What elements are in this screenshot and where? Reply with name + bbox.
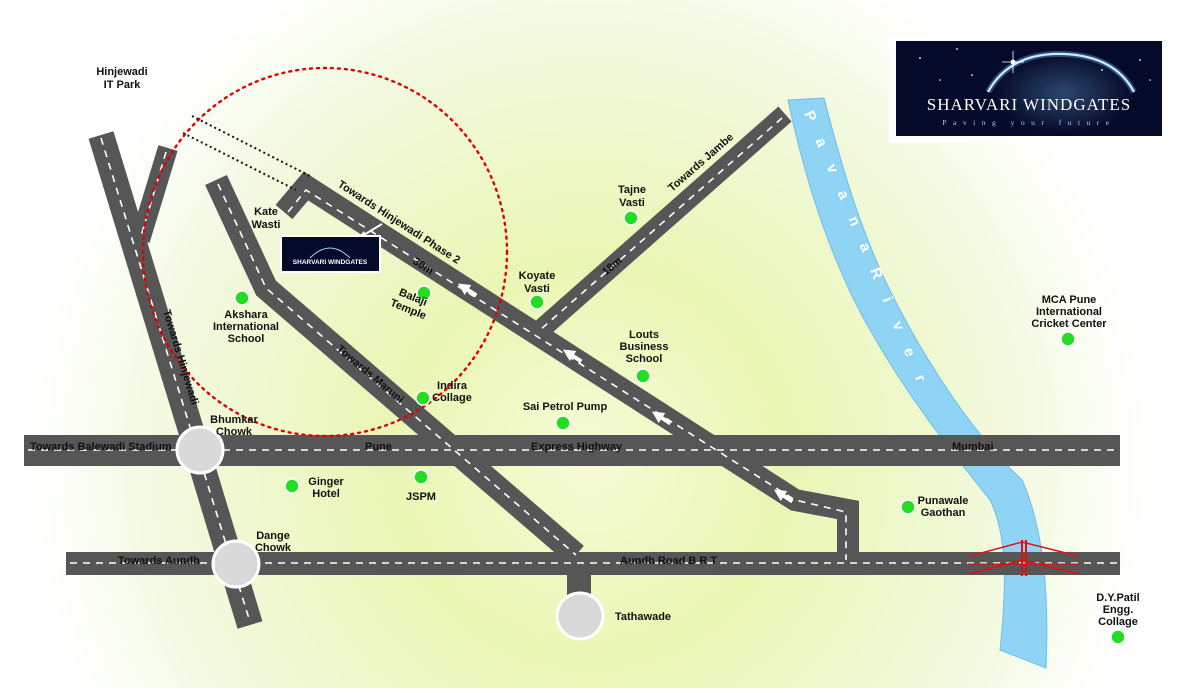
- direction-arrows: [457, 283, 794, 504]
- dot-mca: [1060, 331, 1076, 347]
- label-aundh-brt: Aundh Road B R T: [620, 555, 717, 567]
- pavana-river: [787, 97, 1048, 669]
- landmark-dots: [234, 210, 1126, 645]
- label-pune: Pune: [365, 441, 392, 453]
- dot-ginger: [284, 478, 300, 494]
- label-aundh: Towards Aundh: [118, 555, 200, 567]
- site-logo-text: SHARVARI WINDGATES: [293, 259, 368, 266]
- junction-tathawade: [555, 591, 605, 641]
- brand-tagline: Paving your future: [942, 118, 1115, 127]
- dot-balaji-temple: [416, 285, 432, 301]
- arrow-icon: [651, 411, 672, 426]
- label-jspm: JSPM: [406, 491, 436, 503]
- dot-koyate-vasti: [529, 294, 545, 310]
- dot-punawale: [900, 499, 916, 515]
- pointer-line: [191, 115, 311, 177]
- label-tathawade: Tathawade: [615, 611, 671, 623]
- label-mumbai: Mumbai: [952, 441, 994, 453]
- pointer-line: [182, 132, 297, 191]
- dot-sai-petrol: [555, 415, 571, 431]
- arrow-icon: [562, 349, 583, 364]
- label-express: Express Highway: [531, 441, 623, 453]
- brand-logo: SHARVARI WINDGATES Paving your future: [889, 35, 1168, 143]
- road-hinjewadi-phase2: [275, 171, 859, 563]
- river-letter: i: [879, 294, 896, 304]
- dot-indira: [415, 390, 431, 406]
- road-tathawade-stub: [567, 568, 591, 596]
- radius-circle: [141, 66, 509, 438]
- dot-akshara: [234, 290, 250, 306]
- brand-arc: [987, 52, 1135, 93]
- bridge-icon: [968, 540, 1080, 576]
- arrow-icon: [773, 489, 794, 504]
- dot-jspm: [413, 469, 429, 485]
- junction-dange: [211, 539, 261, 589]
- dot-dypatil: [1110, 629, 1126, 645]
- dot-tajne-vasti: [623, 210, 639, 226]
- label-balewadi: Towards Balewadi Stadium: [30, 441, 172, 453]
- label-sai-petrol: Sai Petrol Pump: [523, 401, 608, 413]
- arrow-icon: [457, 283, 478, 298]
- junction-bhumkar: [175, 425, 225, 475]
- brand-name: SHARVARI WINDGATES: [927, 95, 1131, 114]
- site-logo-small: SHARVARI WINDGATES: [280, 235, 381, 273]
- star-icon: [919, 48, 1151, 81]
- dot-louts: [635, 368, 651, 384]
